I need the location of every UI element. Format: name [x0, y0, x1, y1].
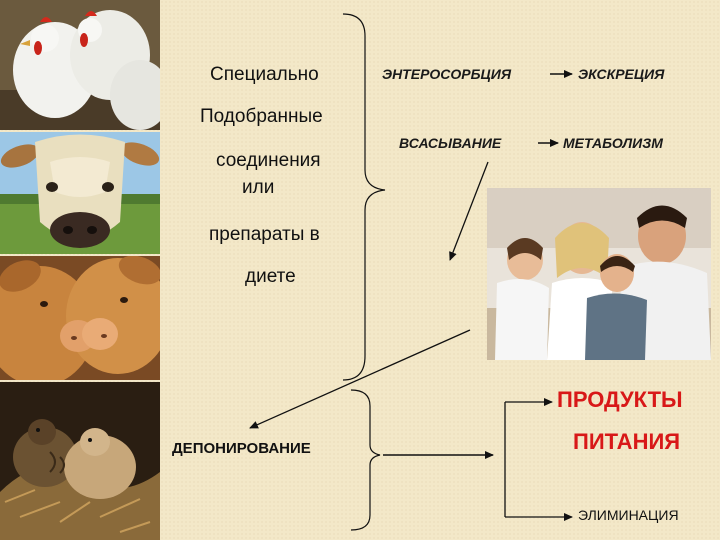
label-metabolism: МЕТАБОЛИЗМ — [563, 135, 663, 151]
pigs-photo — [0, 256, 160, 380]
label-elimination: ЭЛИМИНАЦИЯ — [578, 507, 679, 523]
brace-small — [350, 389, 381, 531]
left-text-specially: Специально — [210, 64, 319, 85]
brace-large — [342, 13, 386, 381]
left-text-diet: диете — [245, 266, 296, 287]
quails-photo — [0, 382, 160, 540]
left-text-selected: Подобранные — [200, 106, 323, 127]
left-text-or: или — [242, 177, 275, 198]
chickens-photo — [0, 0, 160, 130]
cow-photo — [0, 132, 160, 254]
label-absorption: ВСАСЫВАНИЕ — [399, 135, 502, 151]
left-text-compounds: соединения — [216, 150, 321, 171]
label-food-products-line1: ПРОДУКТЫ — [557, 387, 683, 412]
left-text-preparations: препараты в — [209, 224, 320, 245]
label-excretion: ЭКСКРЕЦИЯ — [578, 66, 665, 82]
label-enterosorption: ЭНТЕРОСОРБЦИЯ — [382, 66, 512, 82]
label-deposition: ДЕПОНИРОВАНИЕ — [172, 440, 311, 457]
arrow-to-deposition — [249, 329, 471, 429]
arrow-absorption-down — [449, 161, 489, 261]
family-photo — [487, 188, 711, 360]
label-food-products-line2: ПИТАНИЯ — [573, 429, 681, 454]
